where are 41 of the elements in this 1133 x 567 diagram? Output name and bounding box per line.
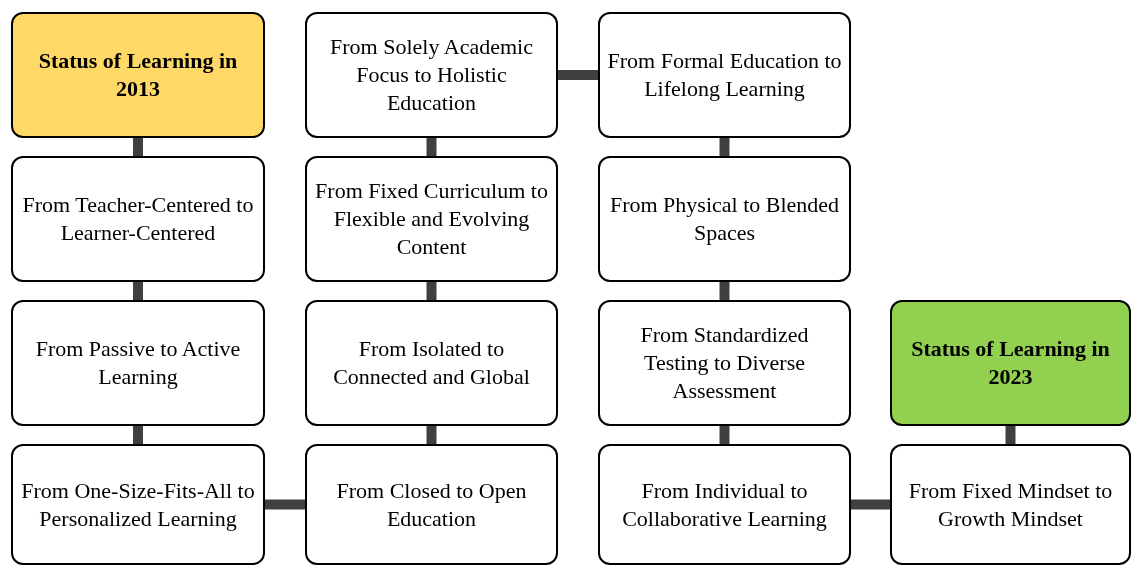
process-box [598,300,851,426]
connector-line [426,426,437,444]
node-text: From Passive to Active Learning [34,335,242,391]
node-text: From Individual to Collaborative Learning [621,476,828,533]
process-box [305,156,558,282]
connector-line [426,282,437,300]
node-text: From Closed to Open Education [335,476,528,533]
process-box [305,300,558,426]
connector-line [719,138,730,156]
process-box [598,12,851,138]
node-text: From Solely Academic Focus to Holistic Education [329,33,534,117]
process-box [598,444,851,565]
node-text: From One-Size-Fits-All to Personalized Learning [20,476,256,533]
connector-line [426,138,437,156]
node-text: From Isolated to Connected and Global [332,335,531,391]
process-box [890,444,1131,565]
node-text: From Physical to Blended Spaces [608,191,841,247]
connector-line [558,70,598,80]
node-text: From Standardized Testing to Diverse Assessment [639,321,810,405]
process-box [11,300,265,426]
status-title: Status of Learning in 2023 [910,335,1111,391]
connector-line [133,138,143,156]
status-box [890,300,1131,426]
node-text: From Teacher-Centered to Learner-Centered [21,191,255,247]
process-box [598,156,851,282]
connector-line [719,426,730,444]
node-text: From Fixed Curriculum to Flexible and Evolving Content [314,177,549,261]
connector-line [719,282,730,300]
process-box [11,444,265,565]
status-title: Status of Learning in 2013 [37,47,239,103]
process-box [305,444,558,565]
connector-line [851,499,890,510]
connector-line [1005,426,1016,444]
node-text: From Formal Education to Lifelong Learning [606,47,843,103]
connector-line [265,499,305,510]
node-text: From Fixed Mindset to Growth Mindset [907,476,1114,533]
connector-line [133,426,143,444]
process-box [11,156,265,282]
process-box [305,12,558,138]
status-box [11,12,265,138]
connector-line [133,282,143,300]
